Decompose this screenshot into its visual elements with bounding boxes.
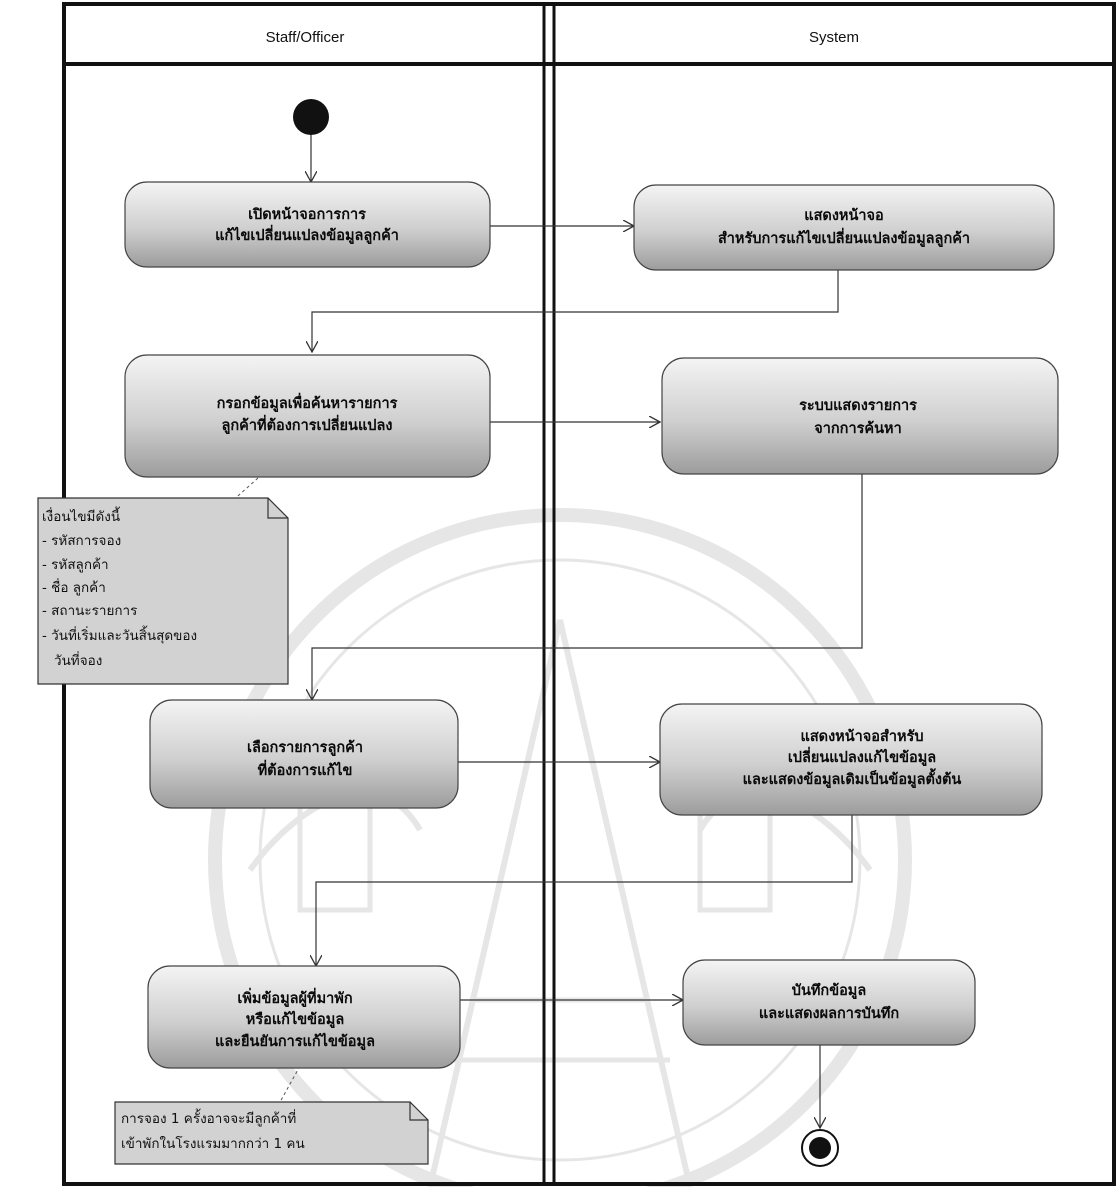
note-conditions-line-1: เงื่อนไขมีดังนี้	[42, 506, 121, 525]
control-flows	[219, 135, 863, 1128]
activity-show-edit-screen-line-1: แสดงหน้าจอสำหรับ	[800, 728, 923, 745]
initial-node	[293, 99, 329, 135]
activity-add-guest-line-3: และยืนยันการแก้ไขข้อมูล	[215, 1032, 375, 1050]
activity-open-screen-line-2: แก้ไขเปลี่ยนแปลงข้อมูลลูกค้า	[215, 224, 399, 244]
lane-title-staff: Staff/Officer	[266, 29, 345, 46]
activity-show-screen	[633, 184, 1055, 271]
note-conditions	[37, 497, 289, 685]
note-conditions-line-5: - สถานะรายการ	[42, 603, 137, 619]
activity-add-guest-line-2: หรือแก้ไขข้อมูล	[246, 1010, 344, 1028]
activity-show-edit-screen-line-2: เปลี่ยนแปลงแก้ไขข้อมูล	[788, 746, 936, 766]
activity-add-guest-line-1: เพิ่มข้อมูลผู้ที่มาพัก	[237, 987, 352, 1007]
activity-show-results-line-2: จากการค้นหา	[814, 420, 901, 437]
activity-save-line-2: และแสดงผลการบันทึก	[759, 1005, 899, 1022]
note-conditions-line-7: วันที่จอง	[54, 651, 102, 669]
activity-show-screen-line-1: แสดงหน้าจอ	[804, 207, 884, 224]
activity-select-customer-line-2: ที่ต้องการแก้ไข	[258, 759, 353, 779]
activity-show-edit-screen-line-3: และแสดงข้อมูลเดิมเป็นข้อมูลตั้งต้น	[743, 768, 962, 788]
activity-select-customer	[149, 699, 459, 809]
activity-show-results	[661, 357, 1059, 475]
note-conditions-line-3: - รหัสลูกค้า	[42, 557, 109, 573]
activity-open-screen	[124, 181, 491, 268]
note-conditions-line-4: - ชื่อ ลูกค้า	[42, 578, 106, 596]
note-booking	[114, 1101, 429, 1165]
activity-show-results-line-1: ระบบแสดงรายการ	[799, 398, 917, 414]
activity-select-customer-line-1: เลือกรายการลูกค้า	[247, 739, 363, 756]
note-conditions-line-6: - วันที่เริ่มและวันสิ้นสุดของ	[42, 625, 197, 644]
lane-title-system: System	[809, 29, 859, 46]
university-seal-watermark	[208, 508, 912, 1187]
note-booking-line-2: เข้าพักในโรงแรมมากกว่า 1 คน	[121, 1135, 305, 1152]
activity-show-screen-line-2: สำหรับการแก้ไขเปลี่ยนแปลงข้อมูลลูกค้า	[718, 227, 970, 247]
activity-save	[682, 959, 976, 1046]
activity-save-line-1: บันทึกข้อมูล	[792, 982, 867, 999]
final-node	[801, 1129, 839, 1167]
activity-enter-search-line-1: กรอกข้อมูลเพื่อค้นหารายการ	[217, 392, 398, 412]
activity-open-screen-line-1: เปิดหน้าจอการการ	[248, 206, 366, 223]
activity-enter-search	[124, 354, 491, 478]
activity-add-guest	[147, 965, 461, 1069]
note-conditions-line-2: - รหัสการจอง	[42, 533, 121, 549]
activity-enter-search-line-2: ลูกค้าที่ต้องการเปลี่ยนแปลง	[222, 414, 393, 434]
note-booking-line-1: การจอง 1 ครั้งอาจจะมีลูกค้าที่	[121, 1108, 296, 1127]
activity-show-edit-screen	[659, 703, 1043, 816]
